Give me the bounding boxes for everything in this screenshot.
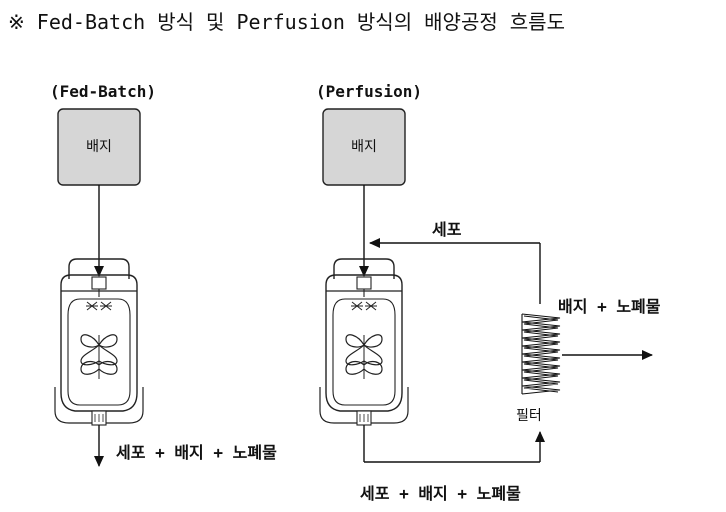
fed-batch-bioreactor — [54, 258, 144, 426]
perfusion-heading: (Perfusion) — [316, 82, 422, 101]
fed-batch-heading: (Fed-Batch) — [50, 82, 156, 101]
diagram-title: ※ Fed-Batch 방식 및 Perfusion 방식의 배양공정 흐름도 — [8, 10, 565, 34]
fed-batch-output-label: 세포 + 배지 + 노폐물 — [116, 443, 277, 462]
filter-label: 필터 — [516, 408, 542, 424]
filter-icon — [521, 313, 561, 395]
fed-batch-medium-label: 배지 — [86, 139, 112, 155]
filter-output-label: 배지 + 노폐물 — [558, 297, 661, 316]
perfusion-bottom-flow-label: 세포 + 배지 + 노폐물 — [360, 484, 521, 503]
cell-return-label: 세포 — [432, 220, 462, 239]
perfusion-medium-label: 배지 — [351, 139, 377, 155]
perfusion-bioreactor — [319, 258, 409, 426]
